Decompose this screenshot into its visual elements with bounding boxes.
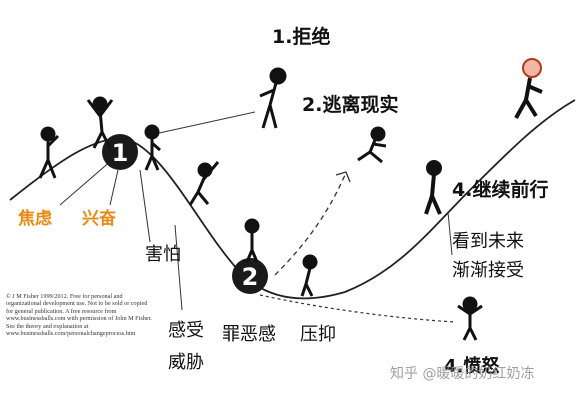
marker-1-text: 1 bbox=[112, 139, 129, 167]
emotion-guilt: 罪恶感 bbox=[222, 324, 276, 345]
pointer-line-future bbox=[447, 211, 453, 256]
emotion-excitement: 兴奋 bbox=[82, 209, 116, 229]
dashed-anger-path bbox=[259, 294, 456, 323]
pointer-line-anxiety bbox=[59, 159, 113, 206]
figure-afraid bbox=[144, 124, 161, 171]
emotion-fear: 害怕 bbox=[145, 244, 181, 265]
figure-escape bbox=[357, 126, 387, 164]
figure-guilt bbox=[244, 218, 260, 263]
pointer-line-fear bbox=[139, 169, 151, 243]
watermark: 知乎 @暖暖的奶红奶冻 bbox=[390, 366, 535, 382]
copyright-notice: © J M Fisher 1999/2012. Free for persona… bbox=[6, 293, 152, 338]
stage-label-denial: 1.拒绝 bbox=[272, 26, 331, 48]
figure-walking bbox=[424, 160, 442, 215]
emotion-threat-line2: 威胁 bbox=[168, 352, 204, 373]
escape-arrowhead bbox=[335, 171, 351, 183]
stage-label-escape: 2.逃离现实 bbox=[302, 94, 399, 116]
marker-2-text: 2 bbox=[242, 263, 259, 291]
pointer-line-threat bbox=[174, 224, 183, 311]
marker-2-circle bbox=[232, 258, 268, 294]
emotion-threat-line1: 感受 bbox=[168, 320, 204, 341]
figure-depressed bbox=[300, 254, 318, 297]
figure-excited bbox=[86, 96, 114, 149]
dashed-escape-path bbox=[274, 174, 346, 276]
pointer-line-excitement bbox=[109, 169, 119, 206]
emotion-future-line1: 看到未来 bbox=[452, 231, 524, 252]
pointer-line-denial bbox=[149, 111, 256, 136]
emotion-depression: 压抑 bbox=[300, 324, 336, 345]
figure-angry bbox=[457, 296, 483, 341]
figure-denial bbox=[259, 67, 287, 129]
figure-anxious bbox=[38, 126, 60, 179]
marker-1-circle bbox=[102, 134, 138, 170]
emotion-future-line2: 渐渐接受 bbox=[452, 260, 524, 281]
stage-label-anger: 4.愤怒 bbox=[444, 356, 500, 377]
stage-label-moving-on: 4.继续前行 bbox=[452, 179, 549, 201]
emotion-anxiety: 焦虑 bbox=[18, 209, 52, 229]
figure-threatened bbox=[188, 161, 220, 206]
figure-moving-on bbox=[514, 58, 543, 119]
